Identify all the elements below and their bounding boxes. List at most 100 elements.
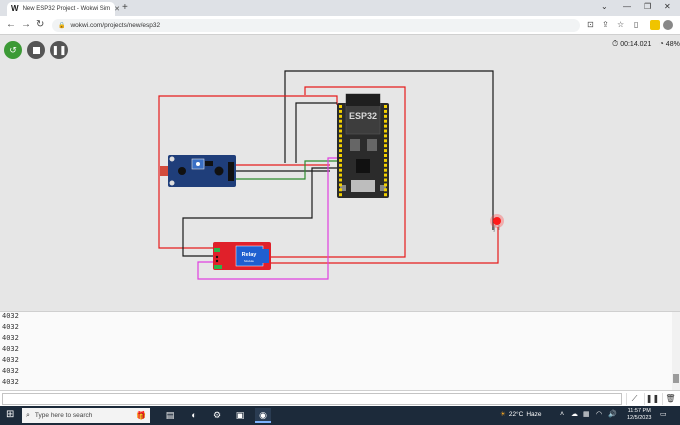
esp32-pin[interactable] (339, 178, 342, 182)
esp32-pin[interactable] (384, 129, 387, 133)
esp32-pin[interactable] (339, 105, 342, 108)
serial-line: 4032 (2, 323, 19, 331)
volume-icon[interactable]: 🔊 (608, 411, 617, 418)
weather-widget[interactable]: ☀ 22°C Haze (500, 410, 542, 419)
ldr-sensor-module[interactable] (160, 155, 236, 187)
chrome-icon[interactable]: ◉ (255, 408, 271, 423)
serial-line: 4032 (2, 356, 19, 364)
edge-icon[interactable]: ◐ (191, 410, 197, 420)
chevron-down-icon[interactable]: ⌄ (601, 2, 608, 11)
url-text: wokwi.com/projects/new/esp32 (70, 22, 161, 29)
taskbar-search[interactable]: ⌕ Type here to search 🎁 (22, 408, 150, 423)
esp32-pin[interactable] (339, 158, 342, 162)
serial-input[interactable] (2, 393, 622, 405)
esp32-pin[interactable] (384, 149, 387, 153)
pause-serial-button[interactable]: ❚❚ (644, 393, 660, 405)
wire-black-vertical[interactable] (295, 102, 337, 163)
extension-icon[interactable] (650, 20, 660, 30)
wire-magenta[interactable] (197, 157, 339, 280)
esp32-pin[interactable] (339, 149, 342, 153)
weather-sun-icon: ☀ (500, 411, 506, 418)
task-view-icon[interactable]: ▤ (165, 410, 175, 420)
esp32-pin[interactable] (384, 119, 387, 123)
wire-green[interactable] (236, 160, 339, 180)
esp32-pin[interactable] (339, 163, 342, 167)
wire-red-top[interactable] (269, 86, 406, 258)
esp32-pin[interactable] (339, 134, 342, 138)
esp32-pin[interactable] (384, 134, 387, 138)
esp32-pin[interactable] (339, 114, 342, 118)
windows-start-icon[interactable]: ⊞ (6, 409, 15, 420)
esp32-board[interactable]: ESP32 (337, 93, 389, 198)
esp32-pin[interactable] (384, 188, 387, 192)
tab-title: New ESP32 Project - Wokwi Sim (22, 6, 111, 12)
esp32-pin[interactable] (384, 158, 387, 162)
esp32-pin[interactable] (339, 183, 342, 187)
bookmark-star-icon[interactable]: ☆ (617, 20, 625, 29)
esp32-pin[interactable] (384, 144, 387, 148)
reload-icon[interactable]: ↻ (36, 19, 45, 30)
cloud-icon[interactable]: ☁ (571, 411, 578, 418)
esp32-pin[interactable] (339, 173, 342, 177)
esp32-pin[interactable] (384, 173, 387, 177)
forward-icon[interactable]: → (21, 19, 31, 30)
serial-monitor-output[interactable]: 4032 4032 4032 4032 4032 4032 4032 (0, 311, 680, 391)
esp32-pin[interactable] (384, 114, 387, 118)
esp32-pin[interactable] (339, 188, 342, 192)
stop-simulation-button[interactable] (27, 41, 45, 59)
relay-module[interactable]: Relay Module (213, 242, 271, 270)
settings-gear-icon[interactable]: ⚙ (212, 410, 222, 420)
esp32-pin[interactable] (384, 163, 387, 167)
wifi-icon[interactable]: ◠ (596, 411, 603, 418)
address-bar[interactable]: 🔒 wokwi.com/projects/new/esp32 (52, 19, 580, 32)
clear-serial-button[interactable]: 🗑 (662, 393, 678, 405)
close-window-icon[interactable]: ✕ (664, 2, 671, 11)
esp32-pin[interactable] (339, 109, 342, 113)
esp32-pin[interactable] (384, 178, 387, 182)
minimize-icon[interactable]: — (623, 2, 631, 11)
esp32-pin[interactable] (384, 124, 387, 128)
wire-red-loop-left[interactable] (158, 95, 338, 249)
restart-simulation-button[interactable]: ↺ (4, 41, 22, 59)
esp32-pin[interactable] (384, 193, 387, 197)
wire-black-relay[interactable] (182, 167, 339, 257)
install-app-icon[interactable]: ⊡ (587, 20, 594, 29)
close-tab-icon[interactable]: ✕ (114, 5, 121, 13)
esp32-pin[interactable] (384, 154, 387, 157)
esp32-pin[interactable] (339, 129, 342, 133)
chevron-up-icon[interactable]: ˄ (560, 411, 565, 418)
profile-avatar[interactable] (663, 20, 673, 30)
notifications-icon[interactable]: ▭ (660, 411, 667, 418)
esp32-pin[interactable] (339, 119, 342, 123)
esp32-pin[interactable] (384, 105, 387, 108)
share-icon[interactable]: ⇪ (602, 20, 609, 29)
esp32-pin[interactable] (339, 154, 342, 157)
pause-simulation-button[interactable]: ❚❚ (50, 41, 68, 59)
esp32-pin[interactable] (384, 139, 387, 143)
esp32-pin[interactable] (384, 109, 387, 113)
red-led[interactable] (490, 214, 504, 233)
back-icon[interactable]: ← (6, 19, 16, 30)
esp32-pin[interactable] (339, 144, 342, 148)
wire-black-top[interactable] (284, 70, 494, 230)
browser-toolbar: ← → ↻ 🔒 wokwi.com/projects/new/esp32 ⊡ ⇪… (0, 16, 680, 35)
browser-tab[interactable]: W New ESP32 Project - Wokwi Sim ✕ (7, 2, 120, 16)
esp32-pin[interactable] (339, 124, 342, 128)
esp32-pin[interactable] (339, 193, 342, 197)
simulation-canvas[interactable]: ↺ ❚❚ ⏱ 00:14.021 ◔ 48% (0, 35, 680, 311)
esp32-pin[interactable] (384, 183, 387, 187)
taskbar-clock[interactable]: 11:57 PM 12/5/2023 (627, 408, 651, 422)
network-icon[interactable]: ▦ (583, 411, 590, 418)
wire-red-led[interactable] (269, 227, 499, 264)
new-tab-icon[interactable]: + (122, 2, 128, 13)
esp32-pin[interactable] (339, 168, 342, 172)
esp32-pin[interactable] (339, 139, 342, 143)
restore-icon[interactable]: ❐ (644, 2, 652, 11)
side-panel-icon[interactable]: ▯ (634, 20, 639, 29)
serial-scrollbar[interactable] (672, 312, 680, 391)
plotter-button[interactable]: ⟋ (626, 393, 642, 405)
simulation-timer: ⏱ 00:14.021 (612, 39, 651, 49)
esp32-pin[interactable] (384, 168, 387, 172)
scrollbar-thumb[interactable] (673, 374, 679, 383)
store-app-icon[interactable]: ▣ (235, 410, 245, 420)
